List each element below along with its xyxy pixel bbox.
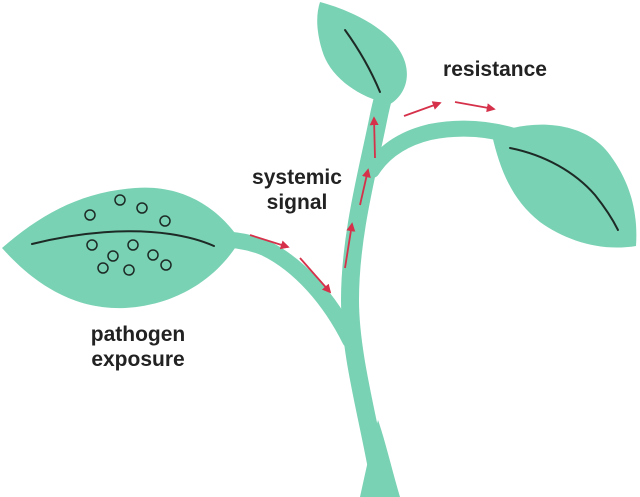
signal-arrows (249, 101, 496, 294)
signal-arrow-icon (344, 222, 356, 269)
signal-label-line1: systemic (252, 166, 342, 189)
signal-arrow-icon (454, 101, 496, 113)
systemic-signal-label: systemic signal (232, 165, 362, 215)
pathogen-exposure-label: pathogen exposure (68, 322, 208, 372)
pathogen-circle-icon (107, 250, 119, 262)
right-leaf-vein (509, 147, 619, 231)
pathogen-circle-icon (160, 259, 172, 271)
pathogen-circle-icon (114, 194, 126, 206)
signal-arrow-icon (299, 257, 332, 294)
signal-arrow-icon (249, 234, 290, 250)
pathogen-circle-icon (159, 215, 171, 227)
pathogen-markers (84, 194, 172, 276)
right-leaf (492, 124, 637, 248)
signal-arrow-icon (369, 116, 379, 159)
right-branch-stem (364, 120, 528, 178)
pathogen-circle-icon (84, 209, 96, 221)
top-leaf (317, 2, 407, 104)
stem-base (360, 420, 400, 497)
pathogen-circle-icon (86, 239, 98, 251)
pathogen-label-line2: exposure (91, 348, 185, 371)
signal-label-line2: signal (266, 191, 328, 214)
top-leaf-vein (344, 29, 381, 93)
pathogen-circle-icon (136, 202, 148, 214)
resistance-label-text: resistance (443, 58, 547, 81)
main-stem (340, 63, 401, 497)
resistance-label: resistance (420, 57, 570, 82)
pathogen-circle-icon (123, 264, 135, 276)
left-leaf-vein (31, 230, 215, 247)
pathogen-circle-icon (127, 239, 139, 251)
pathogen-circle-icon (97, 262, 109, 274)
pathogen-label-line1: pathogen (90, 323, 186, 346)
signal-arrow-icon (359, 168, 371, 206)
signal-arrow-icon (403, 101, 442, 117)
left-leaf (2, 187, 240, 309)
pathogen-circle-icon (147, 249, 159, 261)
